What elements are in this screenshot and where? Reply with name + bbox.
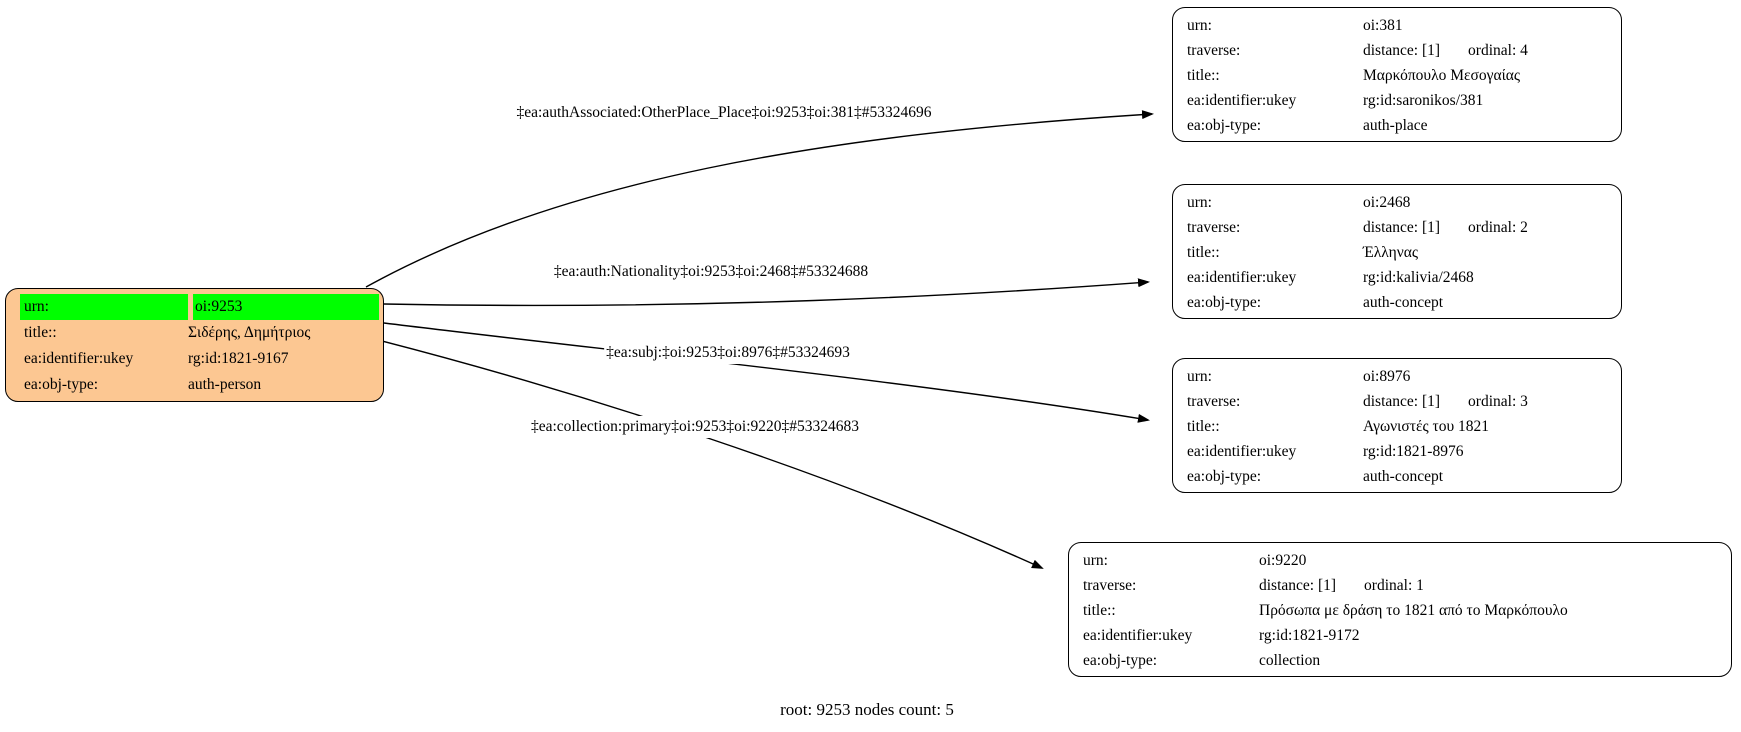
node-ukey-value: rg:id:kalivia/2468 [1363, 269, 1474, 286]
field-label-objtype: ea:obj-type: [1187, 117, 1262, 134]
edge-collection [377, 339, 1044, 569]
node-distance-value: distance: [1] [1363, 219, 1441, 236]
root-row-urn: urn: oi:9253 [20, 294, 379, 320]
node-distance-value: distance: [1] [1363, 393, 1441, 410]
graph-node-8976: urn: oi:8976 traverse: distance: [1] ordi… [1172, 358, 1622, 493]
node-distance-value: distance: [1] [1259, 577, 1337, 594]
node-row-title: title:: Αγωνιστές του 1821 [1187, 414, 1615, 439]
root-urn-value: oi:9253 [193, 294, 379, 320]
node-objtype-value: auth-concept [1363, 294, 1444, 311]
node-row-ukey: ea:identifier:ukey rg:id:saronikos/381 [1187, 88, 1615, 113]
node-ukey-value: rg:id:1821-8976 [1363, 443, 1464, 460]
root-objtype-value: auth-person [188, 376, 262, 393]
field-label-traverse: traverse: [1187, 219, 1241, 236]
field-label-objtype: ea:obj-type: [1083, 652, 1158, 669]
node-distance-value: distance: [1] [1363, 42, 1441, 59]
field-label-objtype: ea:obj-type: [24, 376, 99, 393]
node-ordinal-value: ordinal: 4 [1468, 42, 1528, 59]
field-label-urn: urn: [1187, 194, 1212, 211]
root-row-ukey: ea:identifier:ukey rg:id:1821-9167 [20, 346, 379, 372]
node-row-title: title:: Έλληνας [1187, 240, 1615, 265]
field-label-ukey: ea:identifier:ukey [1083, 627, 1193, 644]
node-ukey-value: rg:id:1821-9172 [1259, 627, 1360, 644]
node-row-objtype: ea:obj-type: auth-concept [1187, 290, 1615, 315]
node-row-traverse: traverse: distance: [1] ordinal: 4 [1187, 38, 1615, 63]
node-row-urn: urn: oi:2468 [1187, 190, 1615, 215]
node-row-title: title:: Μαρκόπουλο Μεσογαίας [1187, 63, 1615, 88]
node-row-traverse: traverse: distance: [1] ordinal: 1 [1083, 573, 1725, 598]
field-label-title: title:: [1187, 418, 1220, 435]
field-label-title: title:: [24, 324, 57, 341]
edge-label-subj: ‡ea:subj:‡oi:9253‡oi:8976‡#53324693 [604, 342, 852, 364]
field-label-title: title:: [1187, 67, 1220, 84]
node-ordinal-value: ordinal: 1 [1364, 577, 1424, 594]
root-row-title: title:: Σιδέρης, Δημήτριος [20, 320, 379, 346]
node-objtype-value: collection [1259, 652, 1321, 669]
node-row-objtype: ea:obj-type: collection [1083, 648, 1725, 673]
field-label-ukey: ea:identifier:ukey [1187, 443, 1297, 460]
node-objtype-value: auth-place [1363, 117, 1428, 134]
graph-node-2468: urn: oi:2468 traverse: distance: [1] ordi… [1172, 184, 1622, 319]
node-row-traverse: traverse: distance: [1] ordinal: 2 [1187, 215, 1615, 240]
node-row-objtype: ea:obj-type: auth-place [1187, 113, 1615, 138]
node-row-objtype: ea:obj-type: auth-concept [1187, 464, 1615, 489]
root-title-value: Σιδέρης, Δημήτριος [188, 324, 311, 341]
edge-subj [383, 322, 1150, 423]
node-title-value: Μαρκόπουλο Μεσογαίας [1363, 67, 1521, 84]
graph-caption: root: 9253 nodes count: 5 [780, 700, 954, 719]
root-row-objtype: ea:obj-type: auth-person [20, 372, 379, 398]
edge-authassociated [365, 110, 1154, 288]
field-label-traverse: traverse: [1083, 577, 1137, 594]
node-urn-value: oi:9220 [1259, 552, 1307, 569]
graph-node-381: urn: oi:381 traverse: distance: [1] ordin… [1172, 7, 1622, 142]
node-urn-value: oi:381 [1363, 17, 1403, 34]
edge-label-nationality: ‡ea:auth:Nationality‡oi:9253‡oi:2468‡#53… [551, 261, 871, 283]
field-label-traverse: traverse: [1187, 42, 1241, 59]
edge-label-collection: ‡ea:collection:primary‡oi:9253‡oi:9220‡#… [528, 416, 862, 438]
node-row-traverse: traverse: distance: [1] ordinal: 3 [1187, 389, 1615, 414]
field-label-urn: urn: [1187, 17, 1212, 34]
node-row-title: title:: Πρόσωπα με δράση το 1821 από το … [1083, 598, 1725, 623]
node-row-urn: urn: oi:381 [1187, 13, 1615, 38]
field-label-traverse: traverse: [1187, 393, 1241, 410]
field-label-title: title:: [1187, 244, 1220, 261]
node-ordinal-value: ordinal: 3 [1468, 393, 1528, 410]
node-row-urn: urn: oi:9220 [1083, 548, 1725, 573]
field-label-urn: urn: [20, 294, 188, 320]
node-ordinal-value: ordinal: 2 [1468, 219, 1528, 236]
field-label-title: title:: [1083, 602, 1116, 619]
graph-node-9220: urn: oi:9220 traverse: distance: [1] ordi… [1068, 542, 1732, 677]
field-label-objtype: ea:obj-type: [1187, 468, 1262, 485]
field-label-urn: urn: [1083, 552, 1108, 569]
node-title-value: Πρόσωπα με δράση το 1821 από το Μαρκόπου… [1259, 602, 1568, 619]
field-label-urn: urn: [1187, 368, 1212, 385]
node-title-value: Έλληνας [1363, 244, 1419, 261]
field-label-ukey: ea:identifier:ukey [1187, 269, 1297, 286]
node-objtype-value: auth-concept [1363, 468, 1444, 485]
root-ukey-value: rg:id:1821-9167 [188, 350, 289, 367]
node-ukey-value: rg:id:saronikos/381 [1363, 92, 1484, 109]
node-title-value: Αγωνιστές του 1821 [1363, 418, 1489, 435]
node-urn-value: oi:2468 [1363, 194, 1411, 211]
field-label-ukey: ea:identifier:ukey [1187, 92, 1297, 109]
node-row-urn: urn: oi:8976 [1187, 364, 1615, 389]
node-urn-value: oi:8976 [1363, 368, 1411, 385]
edge-label-authassociated: ‡ea:authAssociated:OtherPlace_Place‡oi:9… [514, 102, 934, 124]
field-label-ukey: ea:identifier:ukey [24, 350, 134, 367]
field-label-objtype: ea:obj-type: [1187, 294, 1262, 311]
node-row-ukey: ea:identifier:ukey rg:id:1821-9172 [1083, 623, 1725, 648]
node-row-ukey: ea:identifier:ukey rg:id:1821-8976 [1187, 439, 1615, 464]
node-row-ukey: ea:identifier:ukey rg:id:kalivia/2468 [1187, 265, 1615, 290]
edge-nationality [383, 278, 1150, 307]
root-node-9253: urn: oi:9253 title:: Σιδέρης, Δημήτριος … [5, 288, 384, 402]
